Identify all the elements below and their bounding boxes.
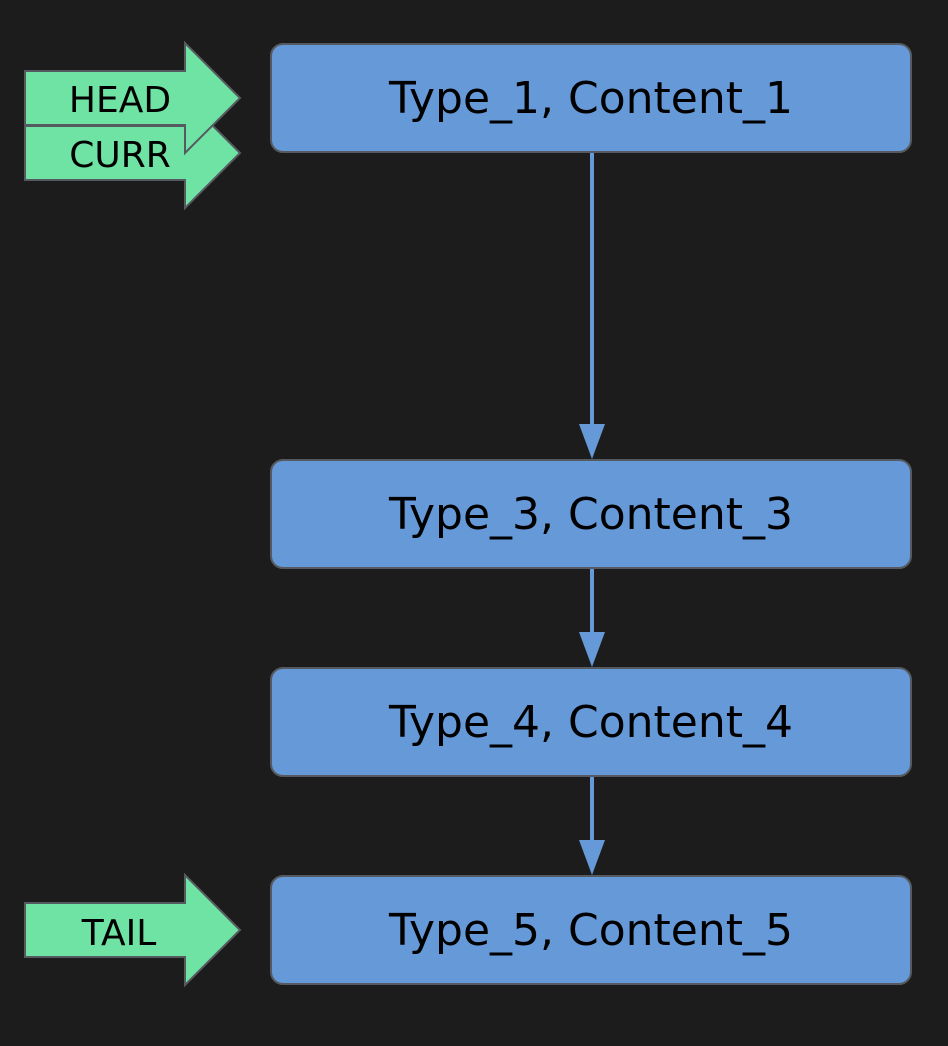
node-label: Type_3, Content_3 (388, 488, 793, 540)
curr-pointer-label: CURR (69, 135, 171, 176)
head-pointer-label: HEAD (68, 80, 172, 121)
head-pointer-arrow (24, 40, 242, 156)
node-label: Type_5, Content_5 (388, 904, 793, 956)
list-node-1: Type_1, Content_1 (270, 43, 912, 153)
tail-pointer-arrow (24, 872, 242, 988)
list-node-3: Type_3, Content_3 (270, 459, 912, 569)
edge-n3-n4 (579, 569, 605, 667)
list-node-5: Type_5, Content_5 (270, 875, 912, 985)
edge-n4-n5 (579, 777, 605, 875)
node-label: Type_4, Content_4 (388, 696, 793, 748)
tail-pointer-label: TAIL (81, 913, 157, 954)
list-node-4: Type_4, Content_4 (270, 667, 912, 777)
edge-n1-n3 (579, 153, 605, 459)
node-label: Type_1, Content_1 (388, 72, 793, 124)
